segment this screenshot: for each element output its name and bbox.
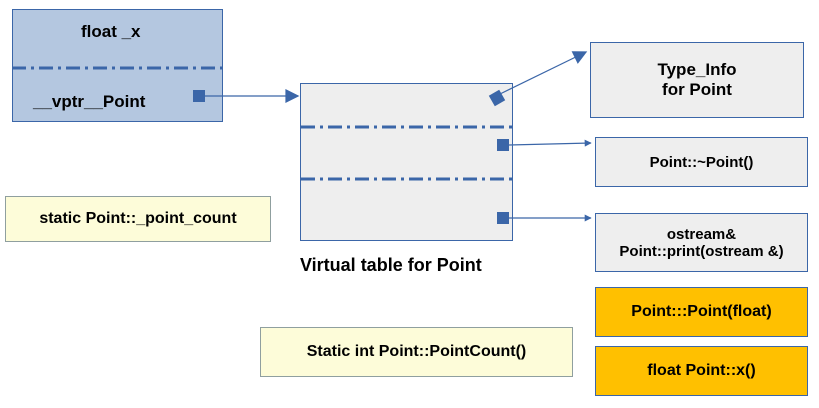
type-info-line2: for Point bbox=[662, 80, 732, 99]
print-line1: ostream& bbox=[666, 225, 737, 243]
field-float-x: float _x bbox=[81, 22, 141, 41]
point-object-box: float _x __vptr__Point bbox=[12, 9, 223, 122]
vtable-box bbox=[300, 83, 513, 241]
static-member-box: static Point::_point_count bbox=[5, 196, 271, 242]
destructor-arrow bbox=[508, 139, 592, 147]
static-member-label: static Point::_point_count bbox=[39, 210, 237, 227]
vtable-caption: Virtual table for Point bbox=[300, 255, 482, 275]
print-function-box: ostream& Point::print(ostream &) bbox=[595, 213, 808, 272]
destructor-label: Point::~Point() bbox=[649, 153, 754, 171]
static-function-box: Static int Point::PointCount() bbox=[260, 327, 573, 377]
print-line2: Point::print(ostream &) bbox=[619, 242, 784, 260]
type-info-line1: Type_Info bbox=[657, 60, 737, 79]
destructor-box: Point::~Point() bbox=[595, 137, 808, 187]
accessor-box: float Point::x() bbox=[595, 346, 808, 396]
accessor-label: float Point::x() bbox=[647, 362, 756, 379]
constructor-box: Point:::Point(float) bbox=[595, 287, 808, 337]
constructor-label: Point:::Point(float) bbox=[631, 303, 772, 320]
field-vptr: __vptr__Point bbox=[33, 92, 146, 111]
static-function-label: Static int Point::PointCount() bbox=[306, 343, 527, 360]
type-info-box: Type_Info for Point bbox=[590, 42, 804, 118]
